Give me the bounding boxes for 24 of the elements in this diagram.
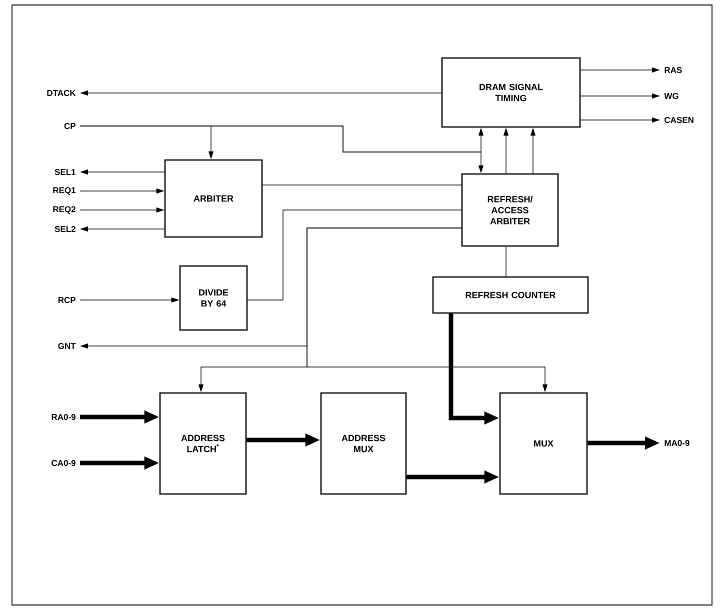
signal-label: MA0-9 xyxy=(664,440,690,446)
signal-label: SEL2 xyxy=(54,226,76,232)
function-block: DIVIDE BY 64 xyxy=(179,265,248,331)
signal-label: RCP xyxy=(58,297,76,303)
signal-label: CP xyxy=(64,123,76,129)
signal-label: REQ2 xyxy=(53,206,76,214)
signal-label: SEL1 xyxy=(54,169,76,175)
function-block: ADDRESS MUX xyxy=(320,392,407,495)
function-block: DRAM SIGNAL TIMING xyxy=(441,57,581,128)
signal-label: WG xyxy=(664,93,678,99)
signal-label: RAS xyxy=(664,67,682,73)
function-block: REFRESH COUNTER xyxy=(432,276,589,314)
function-block: ARBITER xyxy=(164,159,263,238)
signal-label: CASEN xyxy=(664,117,694,123)
function-block: REFRESH/ ACCESS ARBITER xyxy=(461,173,559,247)
signal-label: GNT xyxy=(58,343,76,349)
signal-label: DTACK xyxy=(47,90,76,96)
signal-line xyxy=(262,184,462,186)
signal-line xyxy=(247,210,462,300)
signal-label: CA0-9 xyxy=(52,460,76,466)
signal-label: REQ1 xyxy=(53,187,76,195)
signal-label: RA0-9 xyxy=(52,414,76,420)
function-block: MUX xyxy=(499,392,588,495)
function-block: ADDRESS LATCH$^{*}$ xyxy=(159,392,247,495)
